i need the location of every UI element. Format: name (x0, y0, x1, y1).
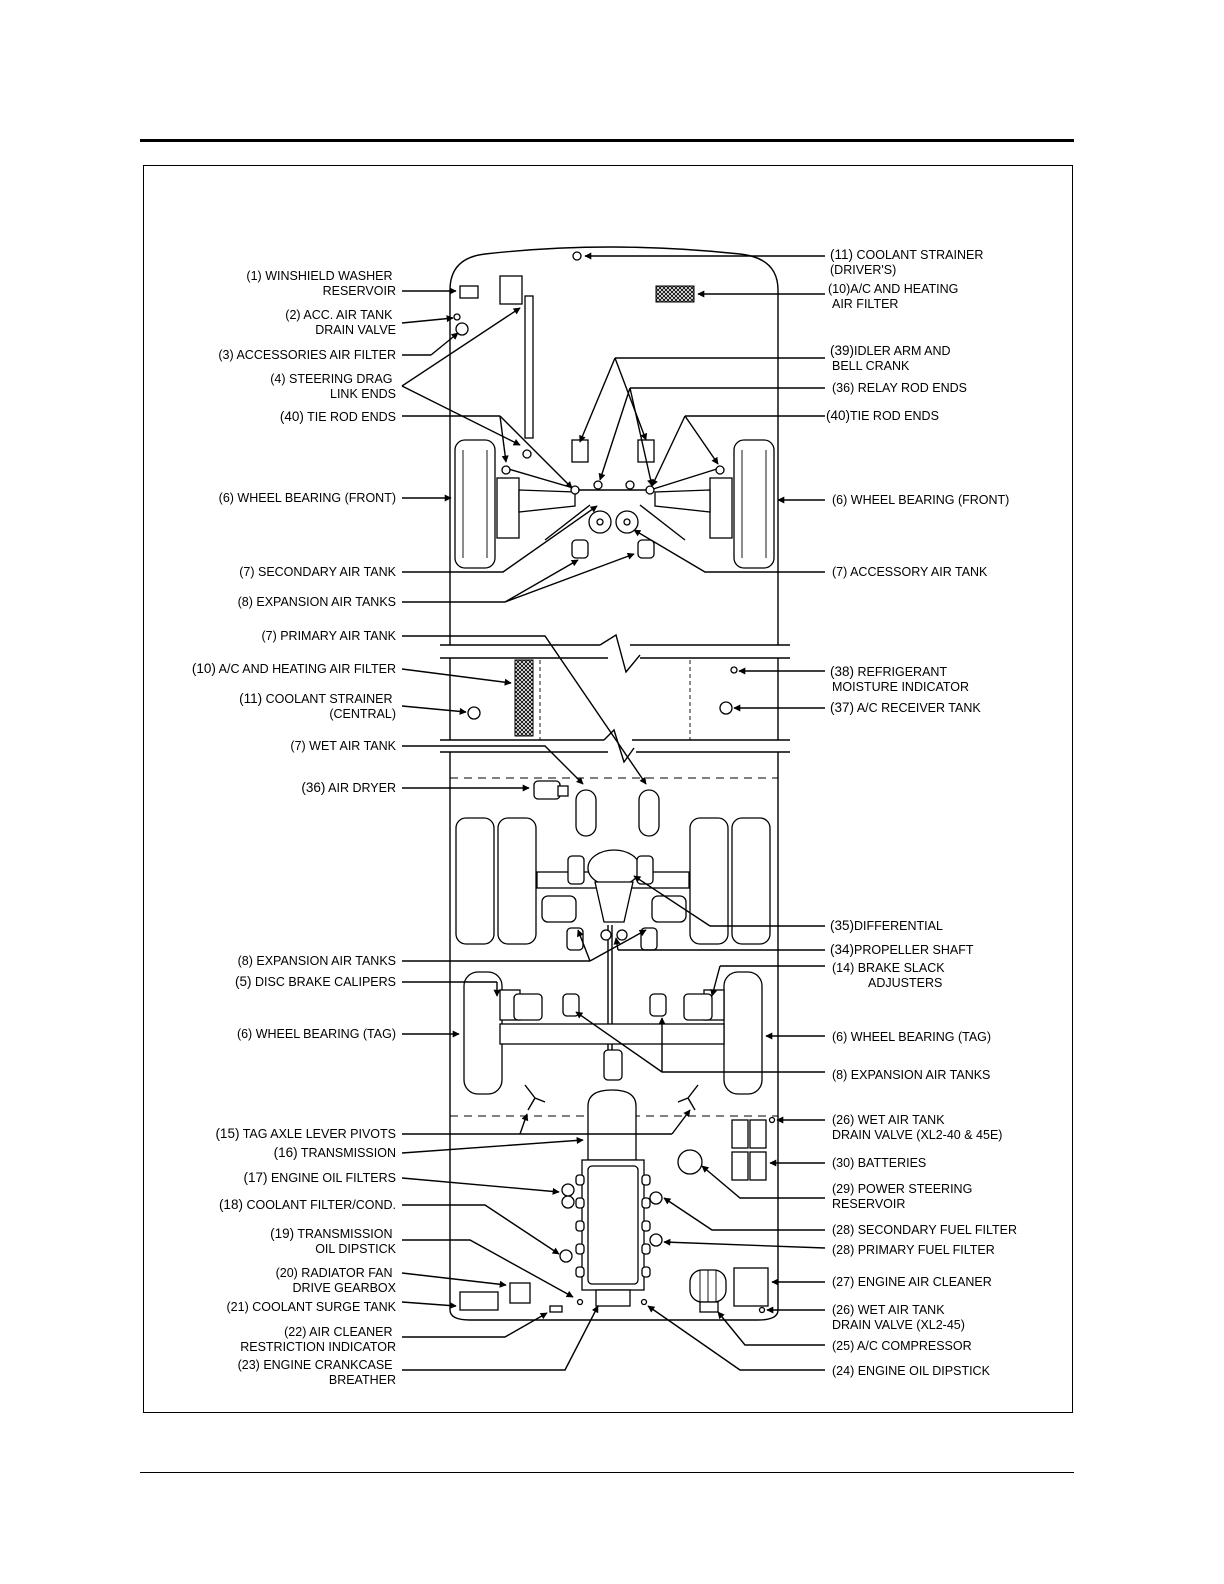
drive-axle-assembly (455, 780, 771, 1050)
label-6-front-right: (6) WHEEL BEARING (FRONT) (832, 493, 1009, 507)
engine-air-cleaner-shape (733, 1267, 769, 1307)
label-4: (4) STEERING DRAG LINK ENDS (270, 372, 396, 401)
air-dryer-shape (533, 780, 561, 800)
label-8-rear: (8) EXPANSION AIR TANKS (238, 954, 396, 968)
label-7-secondary: (7) SECONDARY AIR TANK (239, 565, 396, 579)
label-30: (30) BATTERIES (832, 1156, 926, 1170)
label-19: (19) TRANSMISSION OIL DIPSTICK (270, 1226, 397, 1256)
coolant-strainer-drivers-shape (572, 251, 582, 261)
label-6-tag-right: (6) WHEEL BEARING (TAG) (832, 1030, 991, 1044)
left-labels: (1) WINSHIELD WASHER RESERVOIR (2) ACC. … (192, 269, 397, 1387)
ac-receiver-tank-shape (719, 701, 733, 715)
label-8-front: (8) EXPANSION AIR TANKS (238, 595, 396, 609)
primary-fuel-filter-shape (649, 1233, 663, 1247)
label-3: (3) ACCESSORIES AIR FILTER (218, 348, 396, 362)
header-rule (140, 139, 1074, 142)
label-20: (20) RADIATOR FAN DRIVE GEARBOX (276, 1266, 397, 1295)
label-7-accessory: (7) ACCESSORY AIR TANK (832, 565, 988, 579)
label-21: (21) COOLANT SURGE TANK (227, 1300, 397, 1314)
label-24: (24) ENGINE OIL DIPSTICK (832, 1364, 991, 1378)
label-8-tag: (8) EXPANSION AIR TANKS (832, 1068, 990, 1082)
label-7-wet: (7) WET AIR TANK (290, 739, 396, 753)
refrigerant-moisture-indicator-shape (730, 666, 738, 674)
label-23: (23) ENGINE CRANKCASE BREATHER (238, 1358, 396, 1387)
label-16: (16) TRANSMISSION (274, 1145, 396, 1160)
coolant-strainer-central-shape (467, 706, 481, 720)
front-right-tire (733, 439, 775, 569)
restriction-indicator-shape (549, 1305, 563, 1313)
label-37: (37) A/C RECEIVER TANK (830, 700, 981, 715)
wet-air-tank-1 (575, 789, 597, 837)
coolant-filter-shape (559, 1249, 573, 1263)
ac-compressor-shape (689, 1269, 727, 1313)
label-5: (5) DISC BRAKE CALIPERS (235, 974, 396, 989)
cylinder-marks (575, 1174, 651, 1278)
primary-air-tank (638, 789, 660, 837)
label-34: (34)PROPELLER SHAFT (830, 942, 974, 957)
mid-section (467, 659, 738, 737)
label-11-central: (11) COOLANT STRAINER (CENTRAL) (239, 691, 396, 721)
label-28-secondary: (28) SECONDARY FUEL FILTER (832, 1223, 1017, 1237)
front-left-tire (454, 439, 496, 569)
label-40-right: (40)TIE ROD ENDS (826, 408, 939, 423)
label-40-left: (40) TIE ROD ENDS (280, 409, 396, 424)
radiator-fan-gearbox-shape (509, 1282, 531, 1304)
label-28-primary: (28) PRIMARY FUEL FILTER (832, 1243, 995, 1257)
label-18: (18) COOLANT FILTER/COND. (219, 1197, 396, 1212)
power-steering-reservoir-shape (677, 1149, 703, 1175)
label-36-air-dryer: (36) AIR DRYER (301, 780, 396, 795)
label-39: (39)IDLER ARM AND BELL CRANK (830, 343, 954, 373)
ac-heating-filter-front-shape (655, 285, 695, 303)
label-36-relay: (36) RELAY ROD ENDS (832, 381, 967, 395)
label-10-front: (10)A/C AND HEATING AIR FILTER (828, 282, 962, 311)
coolant-surge-tank-shape (459, 1291, 499, 1311)
label-1: (1) WINSHIELD WASHER RESERVOIR (246, 269, 396, 298)
right-labels: (11) COOLANT STRAINER (DRIVER'S) (10)A/C… (826, 247, 1017, 1378)
label-6-tag-left: (6) WHEEL BEARING (TAG) (237, 1027, 396, 1041)
label-35: (35)DIFFERENTIAL (830, 918, 943, 933)
label-2: (2) ACC. AIR TANK DRAIN VALVE (285, 308, 396, 337)
label-15: (15) TAG AXLE LEVER PIVOTS (215, 1126, 396, 1141)
washer-reservoir-shape (459, 285, 479, 299)
tag-axle-assembly (463, 971, 763, 1111)
label-29: (29) POWER STEERING RESERVOIR (832, 1182, 976, 1211)
footer-rule (140, 1472, 1074, 1473)
label-26-xl2-40: (26) WET AIR TANK DRAIN VALVE (XL2-40 & … (832, 1113, 1002, 1142)
transmission-shape (587, 1089, 637, 1161)
right-leader-lines (575, 252, 826, 1371)
label-38: (38) REFRIGERANT MOISTURE INDICATOR (830, 664, 969, 694)
label-14: (14) BRAKE SLACK ADJUSTERS (832, 961, 948, 990)
chassis-outline (440, 246, 790, 1321)
figure-frame (143, 165, 1073, 1413)
accessories-air-filter-shape (455, 322, 469, 336)
steering-drag-link (524, 295, 534, 439)
label-25: (25) A/C COMPRESSOR (832, 1339, 972, 1353)
engine-oil-filter-1 (561, 1183, 575, 1197)
label-11-drivers: (11) COOLANT STRAINER (DRIVER'S) (830, 247, 987, 277)
label-22: (22) AIR CLEANER RESTRICTION INDICATOR (240, 1325, 396, 1354)
differential-shape (587, 849, 641, 887)
front-axle-assembly (453, 251, 775, 569)
label-7-primary: (7) PRIMARY AIR TANK (261, 629, 396, 643)
label-17: (17) ENGINE OIL FILTERS (243, 1170, 396, 1185)
label-26-xl2-45: (26) WET AIR TANK DRAIN VALVE (XL2-45) (832, 1303, 965, 1332)
label-10-central: (10) A/C AND HEATING AIR FILTER (192, 661, 396, 676)
ac-heating-filter-central-shape (514, 659, 534, 737)
left-leader-lines (401, 287, 691, 1371)
engine-compartment (459, 1089, 776, 1314)
label-6-front-left: (6) WHEEL BEARING (FRONT) (219, 491, 396, 505)
engine-oil-filter-2 (561, 1195, 575, 1209)
secondary-fuel-filter-shape (649, 1191, 663, 1205)
batteries-shape (731, 1119, 767, 1181)
label-27: (27) ENGINE AIR CLEANER (832, 1275, 992, 1289)
